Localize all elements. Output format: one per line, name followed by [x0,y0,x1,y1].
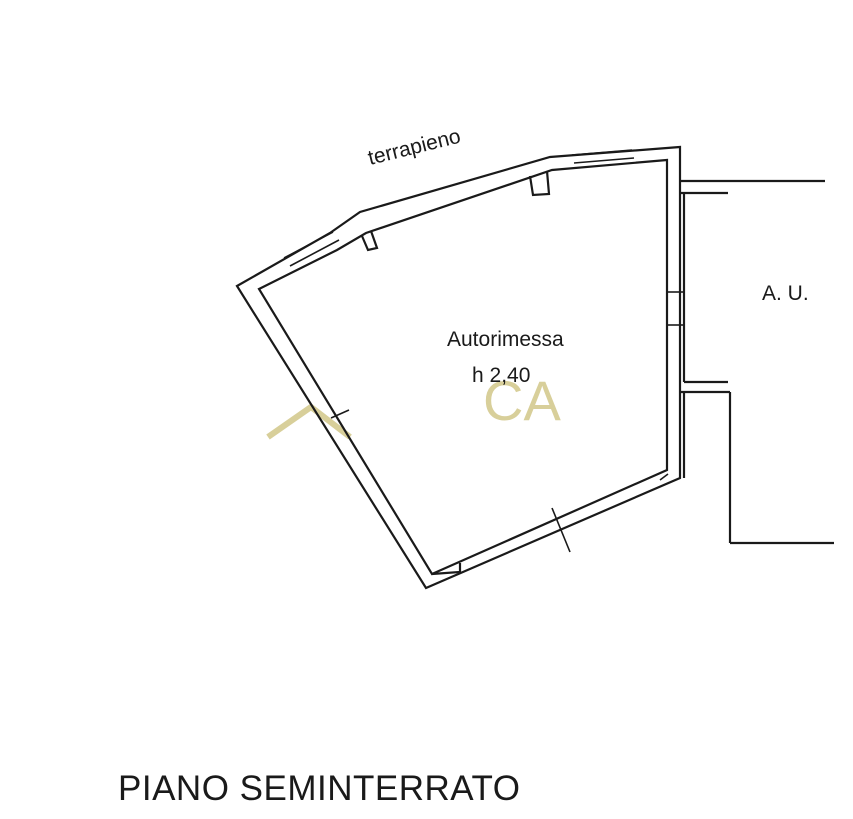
watermark: CA [266,369,561,440]
earth-label: terrapieno [366,125,463,170]
corner-stub [431,563,462,576]
pilaster-left [360,230,379,252]
watermark-text: CA [483,369,561,432]
garage-door-mark [551,507,571,553]
garage-outer-wall [235,145,682,590]
window-left [283,231,340,267]
room-name: Autorimessa [447,328,564,351]
right-wall-mark [659,473,669,481]
left-wall-mark [330,409,350,419]
watermark-roof-icon [266,403,352,440]
pilaster-right [528,170,551,197]
window-right [571,149,635,164]
floor-title: PIANO SEMINTERRATO [118,769,520,808]
adjacent-room-label: A. U. [762,282,809,305]
garage-inner-wall [257,158,669,576]
adjacent-room-walls [668,179,834,545]
room-height: h 2,40 [472,364,530,387]
